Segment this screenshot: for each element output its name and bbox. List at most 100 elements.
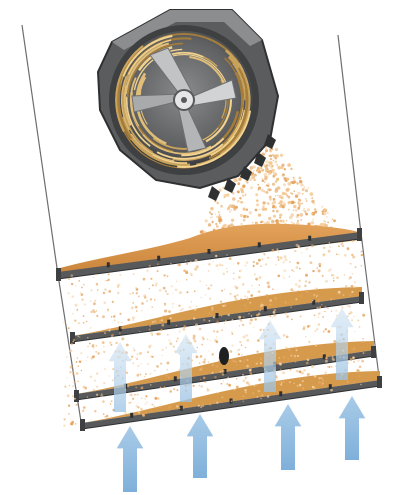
- airborne-particle: [115, 342, 118, 345]
- airborne-particle: [66, 356, 67, 357]
- falling-particle: [232, 197, 236, 201]
- airborne-particle: [319, 306, 321, 308]
- airborne-particle: [347, 381, 349, 383]
- airborne-particle: [154, 397, 157, 400]
- airborne-particle: [63, 321, 65, 323]
- falling-particle: [242, 195, 244, 197]
- airborne-particle: [119, 313, 121, 315]
- falling-particle: [262, 201, 265, 204]
- airborne-particle: [299, 247, 301, 249]
- falling-particle: [272, 210, 274, 212]
- airborne-particle: [89, 300, 91, 302]
- airborne-particle: [265, 263, 267, 265]
- airborne-particle: [147, 411, 148, 412]
- airborne-particle: [284, 277, 285, 278]
- airborne-particle: [117, 321, 119, 323]
- airborne-particle: [133, 347, 135, 349]
- falling-particle: [215, 223, 217, 225]
- airborne-particle: [68, 278, 70, 280]
- falling-particle: [291, 221, 293, 223]
- airborne-particle: [72, 313, 74, 315]
- airborne-particle: [294, 250, 296, 252]
- falling-particle: [210, 217, 211, 218]
- airborne-particle: [254, 385, 256, 387]
- airborne-particle: [338, 245, 340, 247]
- falling-particle: [208, 223, 211, 226]
- airborne-particle: [216, 336, 218, 338]
- falling-particle: [209, 211, 211, 213]
- airborne-particle: [144, 398, 146, 400]
- airborne-particle: [221, 290, 223, 292]
- airborne-particle: [279, 256, 282, 259]
- airborne-particle: [241, 354, 242, 355]
- falling-particle: [243, 219, 246, 222]
- falling-particle: [255, 193, 258, 196]
- airborne-particle: [239, 325, 240, 326]
- airborne-particle: [172, 306, 173, 307]
- airflow-arrow-inlet: [275, 404, 302, 470]
- airborne-particle: [308, 341, 310, 343]
- airborne-particle: [303, 369, 306, 372]
- airborne-particle: [193, 385, 195, 387]
- airborne-particle: [180, 309, 182, 311]
- airborne-particle: [277, 256, 279, 258]
- shelf-end-cap: [74, 390, 79, 402]
- airborne-particle: [179, 408, 180, 409]
- airborne-particle: [325, 280, 328, 283]
- airborne-particle: [95, 351, 97, 353]
- falling-particle: [236, 180, 238, 182]
- falling-particle: [274, 161, 277, 164]
- airborne-particle: [234, 389, 236, 391]
- airborne-particle: [156, 333, 159, 336]
- airborne-particle: [338, 254, 340, 256]
- airborne-particle: [170, 263, 172, 265]
- airborne-particle: [233, 278, 235, 280]
- airborne-particle: [302, 294, 303, 295]
- airborne-particle: [302, 380, 304, 382]
- airborne-particle: [168, 339, 170, 341]
- falling-particle: [272, 183, 275, 186]
- airborne-particle: [353, 286, 355, 288]
- airborne-particle: [195, 259, 198, 262]
- airborne-particle: [104, 368, 106, 370]
- airborne-particle: [111, 416, 113, 418]
- airborne-particle: [236, 294, 238, 296]
- airborne-particle: [214, 376, 217, 379]
- airborne-particle: [250, 372, 253, 375]
- airborne-particle: [163, 315, 165, 317]
- shelf-end-cap: [371, 346, 376, 358]
- airborne-particle: [86, 321, 87, 322]
- airborne-particle: [325, 328, 327, 330]
- falling-particle: [302, 188, 305, 191]
- shelf-post: [329, 384, 332, 389]
- falling-particle: [276, 190, 279, 193]
- airborne-particle: [251, 315, 252, 316]
- airborne-particle: [112, 379, 114, 381]
- shelf-end-cap: [80, 419, 85, 431]
- airborne-particle: [224, 304, 226, 306]
- airborne-particle: [318, 299, 320, 301]
- airborne-particle: [175, 289, 178, 292]
- falling-particle: [287, 163, 291, 167]
- airborne-particle: [299, 268, 301, 270]
- airborne-particle: [179, 369, 181, 371]
- airborne-particle: [78, 322, 80, 324]
- airborne-particle: [244, 295, 246, 297]
- falling-particle: [299, 213, 303, 217]
- airborne-particle: [285, 347, 287, 349]
- falling-particle: [325, 221, 326, 222]
- airborne-particle: [78, 280, 80, 282]
- airborne-particle: [189, 306, 192, 309]
- falling-particle: [308, 187, 310, 189]
- airborne-particle: [242, 285, 243, 286]
- airborne-particle: [134, 349, 136, 351]
- airborne-particle: [94, 410, 96, 412]
- airborne-particle: [257, 390, 258, 391]
- airborne-particle: [132, 398, 134, 400]
- falling-particle: [295, 195, 298, 198]
- shelf-end-cap: [70, 332, 75, 344]
- airborne-particle: [213, 330, 215, 332]
- falling-particle: [312, 219, 314, 221]
- falling-particle: [269, 196, 272, 199]
